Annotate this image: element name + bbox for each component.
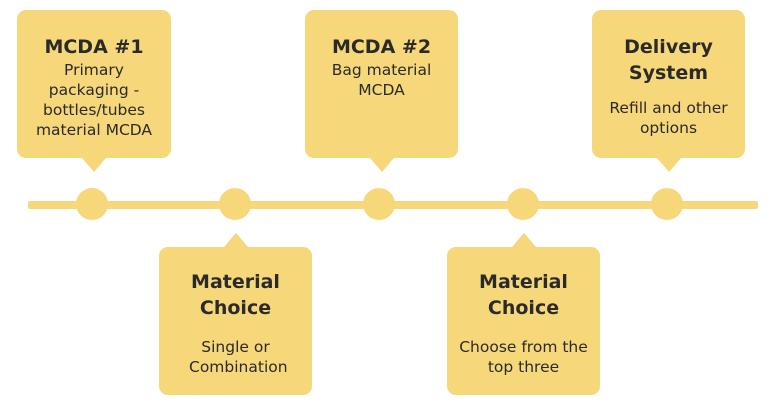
callout-pointer — [511, 233, 536, 247]
milestone-title: Delivery System — [624, 36, 713, 84]
milestone-box-4: Material Choice Choose from the top thre… — [447, 233, 600, 395]
timeline-node-2 — [219, 188, 251, 220]
timeline-node-1 — [76, 188, 108, 220]
milestone-title: MCDA #1 — [44, 36, 144, 58]
timeline-node-4 — [507, 188, 539, 220]
callout-pointer — [223, 233, 248, 247]
milestone-title: MCDA #2 — [331, 36, 432, 58]
milestone-title: Material Choice — [191, 271, 280, 319]
milestone-box-3: MCDA #2 Bag material MCDA — [305, 10, 458, 172]
timeline-node-3 — [363, 188, 395, 220]
callout-pointer — [82, 158, 106, 172]
milestone-box-5: Delivery System Refill and other options — [592, 10, 745, 172]
timeline-node-5 — [651, 188, 683, 220]
milestone-description: Bag material MCDA — [331, 61, 432, 99]
milestone-description: Single or Combination — [189, 338, 288, 376]
milestone-title: Material Choice — [479, 271, 568, 319]
milestone-box-2: Material Choice Single or Combination — [159, 233, 312, 395]
callout-pointer — [369, 158, 394, 172]
milestone-box-1: MCDA #1 Primary packaging - bottles/tube… — [17, 10, 171, 172]
milestone-description: Choose from the top three — [459, 338, 588, 376]
milestone-description: Refill and other options — [609, 99, 728, 137]
milestone-description: Primary packaging - bottles/tubes materi… — [35, 61, 153, 139]
callout-pointer — [656, 158, 681, 172]
